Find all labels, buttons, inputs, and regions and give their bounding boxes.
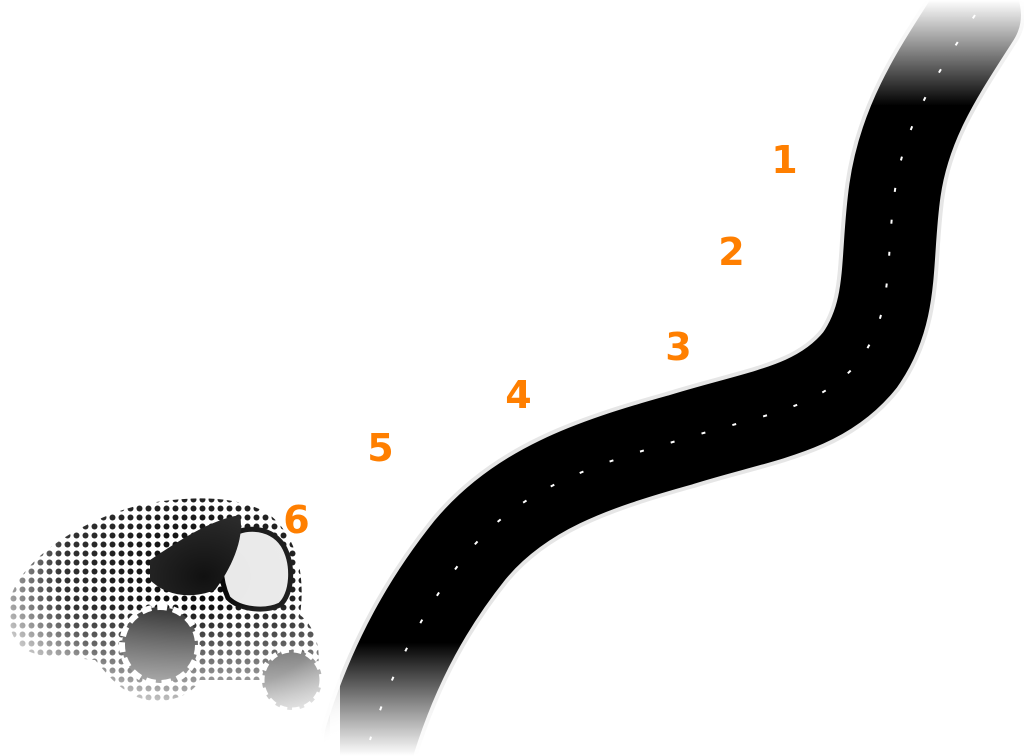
step-number-6: 6 <box>283 498 309 542</box>
road-fade-overlay <box>330 0 1024 756</box>
car-bottom-fade <box>0 480 340 756</box>
road <box>320 0 1024 756</box>
car <box>0 480 340 756</box>
step-number-2: 2 <box>718 230 744 274</box>
step-number-3: 3 <box>665 325 691 369</box>
step-number-1: 1 <box>771 138 797 182</box>
step-number-5: 5 <box>367 426 393 470</box>
step-number-4: 4 <box>505 373 531 417</box>
